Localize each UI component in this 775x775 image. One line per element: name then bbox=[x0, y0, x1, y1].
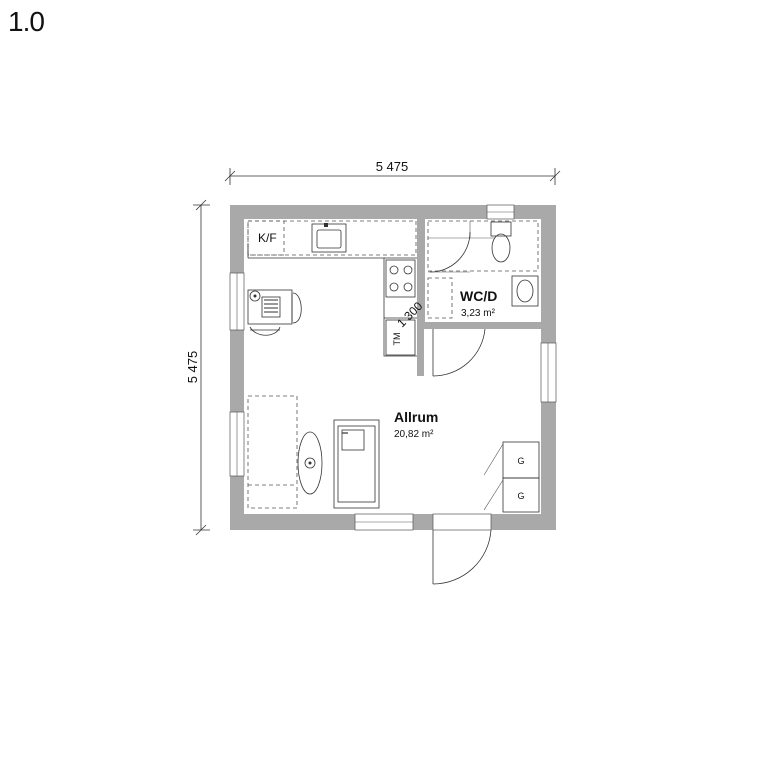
interior-walls bbox=[417, 219, 541, 376]
dishwasher-label: TM bbox=[392, 333, 402, 346]
wardrobes bbox=[483, 441, 540, 513]
dishwasher bbox=[385, 319, 416, 356]
daybed bbox=[247, 395, 298, 509]
room-area-allrum: 20,82 m² bbox=[394, 429, 434, 440]
plan-title: 1.0 bbox=[8, 6, 45, 37]
washing-machine-icon bbox=[427, 277, 453, 319]
exterior-walls bbox=[230, 205, 556, 530]
height-dimension-label: 5 475 bbox=[185, 351, 200, 384]
width-dimension: 5 475 bbox=[224, 159, 561, 185]
entrance-door bbox=[432, 513, 492, 585]
wardrobe-label-1: G bbox=[517, 456, 524, 466]
dining-table bbox=[247, 289, 302, 336]
kitchen-counter bbox=[247, 220, 417, 357]
washbasin-icon bbox=[511, 275, 539, 307]
sink-icon bbox=[311, 223, 347, 253]
coffee-table bbox=[297, 431, 323, 495]
kitchen-label: K/F bbox=[258, 231, 277, 245]
height-dimension: 5 475 bbox=[185, 199, 210, 536]
shower-area bbox=[427, 220, 539, 273]
width-dimension-label: 5 475 bbox=[376, 159, 409, 174]
sofa bbox=[333, 419, 380, 509]
windows bbox=[229, 204, 557, 531]
bathroom-door bbox=[432, 328, 486, 377]
room-area-wcd: 3,23 m² bbox=[461, 308, 496, 319]
room-name-wcd: WC/D bbox=[460, 288, 497, 304]
wardrobe-label-2: G bbox=[517, 491, 524, 501]
room-name-allrum: Allrum bbox=[394, 409, 438, 425]
stove-icon bbox=[385, 259, 416, 298]
toilet-icon bbox=[490, 221, 512, 263]
plant-icon bbox=[249, 290, 261, 302]
